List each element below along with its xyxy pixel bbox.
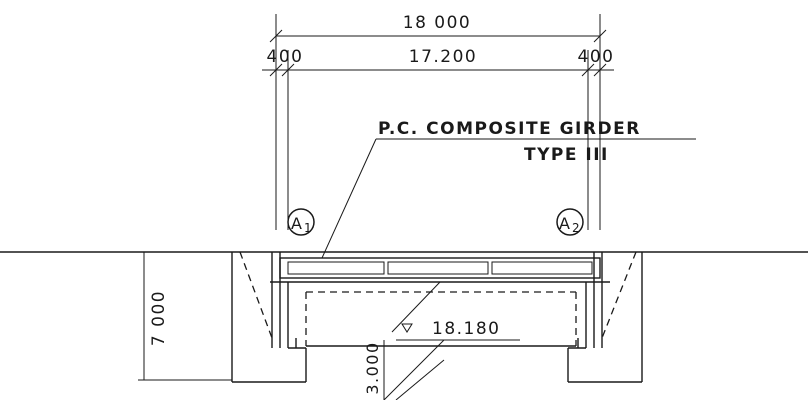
span-label: 17.200 xyxy=(409,47,477,67)
span-dimension: 400 17.200 400 xyxy=(262,47,615,77)
girder-label-line2: TYPE III xyxy=(524,145,609,165)
svg-text:1: 1 xyxy=(304,221,312,235)
extension-lines xyxy=(275,14,601,230)
girder-deck xyxy=(270,257,610,283)
height-label: 7 000 xyxy=(149,290,169,346)
right-offset-label: 400 xyxy=(578,47,615,67)
overall-dimension-label: 18 000 xyxy=(403,13,471,33)
left-offset-label: 400 xyxy=(267,47,304,67)
level-label: 18.180 xyxy=(432,319,500,339)
clearance-label: 3.000 xyxy=(363,341,382,394)
left-abutment xyxy=(231,251,307,383)
abutment-mark-a1: A 1 xyxy=(287,208,315,236)
substructure-outline xyxy=(305,281,577,347)
girder-callout: P.C. COMPOSITE GIRDER TYPE III xyxy=(321,119,696,259)
svg-text:A: A xyxy=(559,214,570,233)
svg-text:A: A xyxy=(291,214,302,233)
clearance-dimension: 3.000 xyxy=(363,339,445,400)
height-dimension: 7 000 xyxy=(138,252,232,381)
right-abutment xyxy=(567,251,643,383)
girder-label-line1: P.C. COMPOSITE GIRDER xyxy=(378,119,641,139)
overall-dimension: 18 000 xyxy=(269,13,607,43)
level-mark: 18.180 xyxy=(396,319,520,341)
svg-text:2: 2 xyxy=(572,221,580,235)
abutment-mark-a2: A 2 xyxy=(556,208,584,236)
